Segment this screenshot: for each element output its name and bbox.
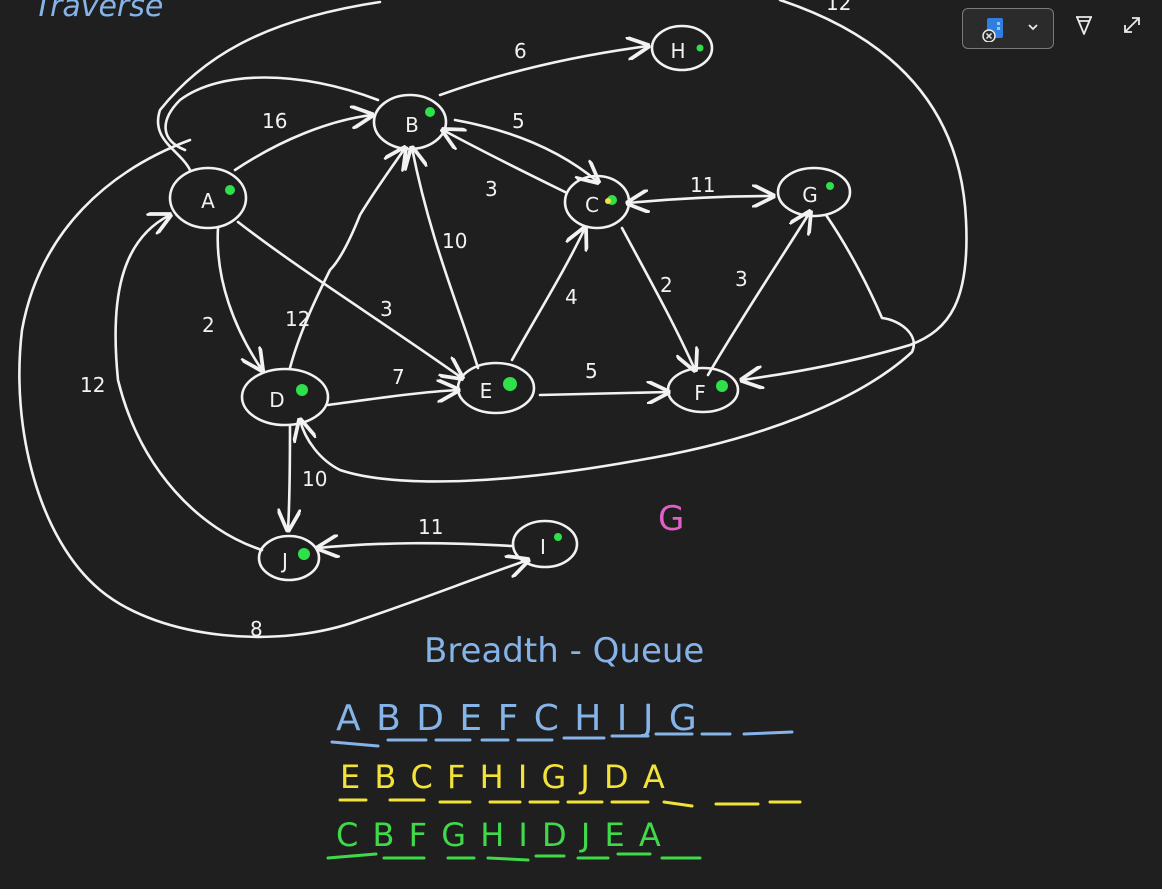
- weight-d-b: 12: [285, 307, 310, 331]
- node-d[interactable]: [240, 367, 330, 427]
- node-a[interactable]: [168, 166, 248, 230]
- weight-a-b: 16: [262, 109, 287, 133]
- node-i[interactable]: [511, 519, 579, 569]
- node-c[interactable]: [563, 174, 631, 230]
- visited-dot-f: [716, 380, 728, 392]
- node-b[interactable]: [372, 93, 448, 151]
- queue-row-blue: A B D E F C H I J G: [336, 698, 699, 739]
- node-label-h: H: [670, 39, 685, 63]
- edge-c-g: [628, 196, 773, 203]
- edge-e-c: [510, 228, 585, 362]
- weight-a-f: 12: [826, 0, 851, 15]
- edge-b-c: [453, 118, 598, 182]
- edge-g-d: [300, 213, 916, 483]
- edge-e-f: [538, 392, 668, 395]
- weight-e-c: 4: [565, 285, 578, 309]
- visited-dot-j: [298, 548, 310, 560]
- edge-c-b: [443, 130, 567, 194]
- edge-c-f: [620, 226, 695, 370]
- edge-d-e: [326, 390, 458, 407]
- yellow-mark-c: [605, 198, 611, 204]
- visited-dot-d: [296, 384, 308, 396]
- edge-a-d: [216, 226, 262, 370]
- node-label-f: F: [694, 381, 706, 405]
- node-label-j: J: [280, 549, 288, 573]
- node-label-i: I: [540, 535, 546, 559]
- node-label-g: G: [802, 183, 818, 207]
- edge-d-b: [288, 148, 405, 370]
- chevron-down-icon: [1021, 17, 1045, 41]
- weight-a-i: 8: [250, 617, 263, 641]
- node-j[interactable]: [257, 534, 321, 582]
- node-g[interactable]: [776, 166, 852, 218]
- node-label-a: A: [201, 189, 215, 213]
- node-label-d: D: [269, 388, 284, 412]
- edge-loop-b: [164, 76, 380, 152]
- edge-a-i: [18, 138, 528, 639]
- notebook-icon: [981, 16, 1007, 43]
- underlines-green: [326, 852, 702, 862]
- edge-a-e: [236, 220, 462, 378]
- edge-b-h: [438, 46, 648, 97]
- visited-dot-h: [696, 44, 704, 52]
- node-label-c: C: [585, 193, 599, 217]
- edge-j-a: [114, 215, 264, 552]
- edge-e-b: [412, 148, 480, 370]
- weight-j-a: 12: [80, 373, 105, 397]
- weight-c-f: 2: [660, 273, 673, 297]
- node-h[interactable]: [650, 24, 714, 72]
- weight-d-e: 7: [392, 365, 405, 389]
- weight-b-c: 5: [512, 109, 525, 133]
- weight-i-j: 11: [418, 515, 443, 539]
- visited-dot-e: [503, 377, 517, 391]
- weight-f-g: 3: [735, 267, 748, 291]
- edge-d-j: [288, 423, 290, 530]
- lasso-icon[interactable]: [1072, 14, 1096, 38]
- weight-e-f: 5: [585, 359, 598, 383]
- queue-row-green: C B F G H I D J E A: [336, 816, 663, 854]
- annotation-letter: G: [658, 499, 684, 539]
- node-label-b: B: [405, 113, 419, 137]
- weight-c-b: 3: [485, 177, 498, 201]
- page-title: Traverse: [34, 0, 163, 24]
- visited-dot-a: [225, 185, 235, 195]
- node-f[interactable]: [666, 366, 740, 414]
- weight-c-g: 11: [690, 173, 715, 197]
- visited-dot-i: [554, 533, 562, 541]
- weight-b-h: 6: [514, 39, 527, 63]
- visited-dot-b: [425, 107, 435, 117]
- queue-row-yellow: E B C F H I G J D A: [340, 758, 667, 796]
- expand-icon[interactable]: [1120, 14, 1144, 38]
- notebook-dropdown[interactable]: [962, 8, 1054, 49]
- weight-a-d: 2: [202, 313, 215, 337]
- visited-dot-g: [826, 182, 834, 190]
- edge-a-b: [233, 115, 372, 172]
- underlines-yellow: [338, 798, 802, 808]
- edge-f-g: [706, 212, 810, 377]
- weight-a-e: 3: [380, 297, 393, 321]
- weight-d-j: 10: [302, 467, 327, 491]
- weight-e-b: 10: [442, 229, 467, 253]
- section-heading: Breadth - Queue: [424, 631, 704, 671]
- node-label-e: E: [480, 379, 493, 403]
- edge-i-j: [318, 543, 514, 548]
- node-e[interactable]: [456, 361, 536, 415]
- underlines-blue: [330, 730, 794, 748]
